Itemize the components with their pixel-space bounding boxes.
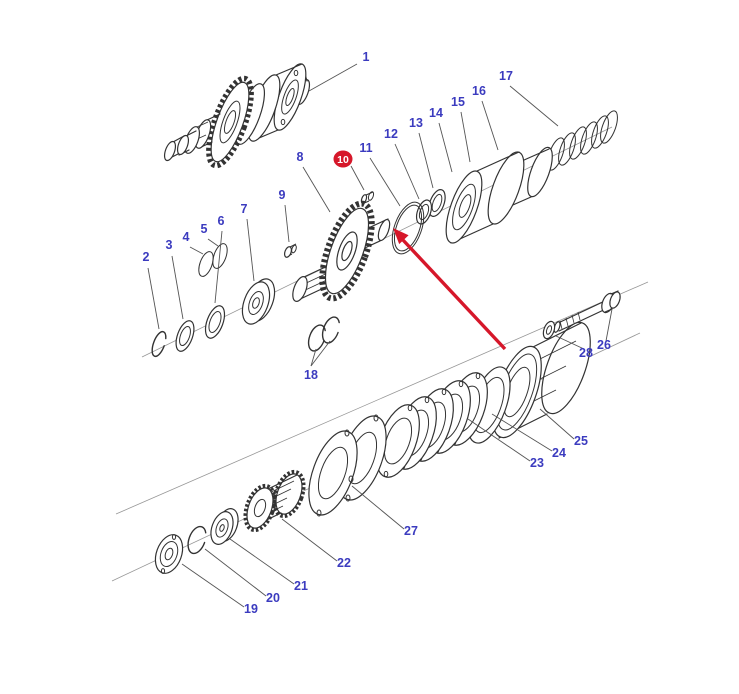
callout-19: 19 bbox=[244, 602, 258, 616]
callout-9: 9 bbox=[279, 188, 286, 202]
callout-1: 1 bbox=[363, 50, 370, 64]
callout-21: 21 bbox=[294, 579, 308, 593]
callout-22: 22 bbox=[337, 556, 351, 570]
callout-23: 23 bbox=[530, 456, 544, 470]
part-2-snap-ring bbox=[151, 330, 167, 358]
part-6-washer bbox=[204, 305, 226, 339]
callout-17: 17 bbox=[499, 69, 513, 83]
callout-labels: 1 2 3 4 5 6 7 8 9 11 12 13 14 15 16 17 1… bbox=[143, 50, 611, 616]
part-25-clutch-drum bbox=[492, 321, 591, 439]
part-9-pin bbox=[284, 243, 297, 258]
part-20-snap-ring bbox=[187, 525, 207, 555]
part-1-assembled-unit bbox=[163, 63, 311, 169]
callout-8: 8 bbox=[297, 150, 304, 164]
callout-13: 13 bbox=[409, 116, 423, 130]
callout-5: 5 bbox=[201, 222, 208, 236]
callout-3: 3 bbox=[166, 238, 173, 252]
callout-11: 11 bbox=[359, 141, 372, 155]
part-13-washer bbox=[428, 189, 446, 217]
highlight-arrow bbox=[393, 228, 507, 351]
callout-24: 24 bbox=[552, 446, 566, 460]
part-21-bearing bbox=[210, 508, 239, 545]
part-7-bearing bbox=[241, 278, 276, 325]
part-22-hub-gear bbox=[243, 469, 306, 533]
part-17-spring bbox=[547, 110, 618, 171]
part-26-bolt bbox=[553, 290, 621, 333]
callout-10-highlighted: 10 bbox=[333, 150, 353, 168]
callout-10-label: 10 bbox=[337, 154, 349, 166]
callout-4: 4 bbox=[183, 230, 190, 244]
part-11-o-ring bbox=[391, 201, 425, 255]
part-27-pressure-plates bbox=[308, 414, 387, 517]
part-4-o-ring bbox=[198, 251, 214, 277]
part-28-washer bbox=[542, 320, 556, 340]
callout-16: 16 bbox=[472, 84, 486, 98]
part-3-washer bbox=[175, 320, 195, 352]
callout-2: 2 bbox=[143, 250, 150, 264]
callout-20: 20 bbox=[266, 591, 280, 605]
part-19-end-cap bbox=[154, 534, 184, 574]
callout-12: 12 bbox=[384, 127, 398, 141]
callout-6: 6 bbox=[218, 214, 225, 228]
part-14-15-16-piston-drum bbox=[445, 146, 553, 244]
callout-15: 15 bbox=[451, 95, 465, 109]
part-5-o-ring bbox=[212, 243, 228, 269]
callout-7: 7 bbox=[241, 202, 248, 216]
callout-27: 27 bbox=[404, 524, 418, 538]
callout-28: 28 bbox=[579, 346, 593, 360]
callout-18: 18 bbox=[304, 368, 318, 382]
leader-lines bbox=[147, 63, 613, 608]
part-23-disc-stack bbox=[376, 372, 488, 478]
part-18-snap-rings bbox=[307, 316, 341, 352]
callout-25: 25 bbox=[574, 434, 588, 448]
part-8-gear-shaft bbox=[292, 200, 391, 302]
callout-26: 26 bbox=[597, 338, 611, 352]
callout-14: 14 bbox=[429, 106, 443, 120]
